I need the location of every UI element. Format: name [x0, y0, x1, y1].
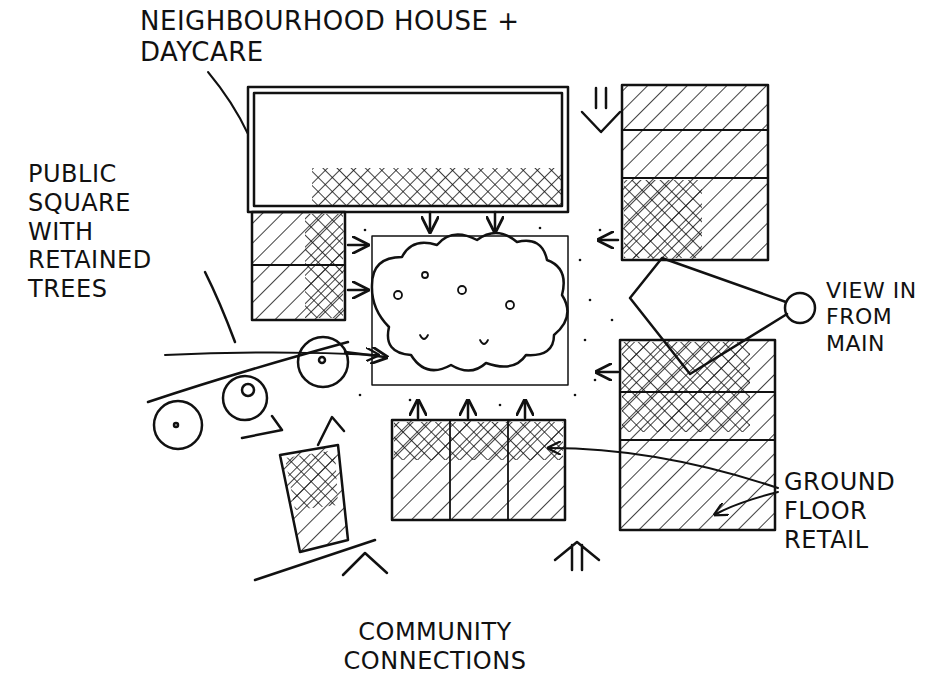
annotation-label: COMMUNITY CONNECTIONS: [280, 618, 590, 676]
annotation-label: NEIGHBOURHOOD HOUSE + DAYCARE: [140, 6, 520, 68]
annotation-label: PUBLIC SQUARE WITH RETAINED TREES: [28, 160, 178, 304]
annotation-label: GROUND FLOOR RETAIL: [784, 468, 934, 554]
annotation-label: VIEW IN FROM MAIN: [826, 278, 926, 357]
